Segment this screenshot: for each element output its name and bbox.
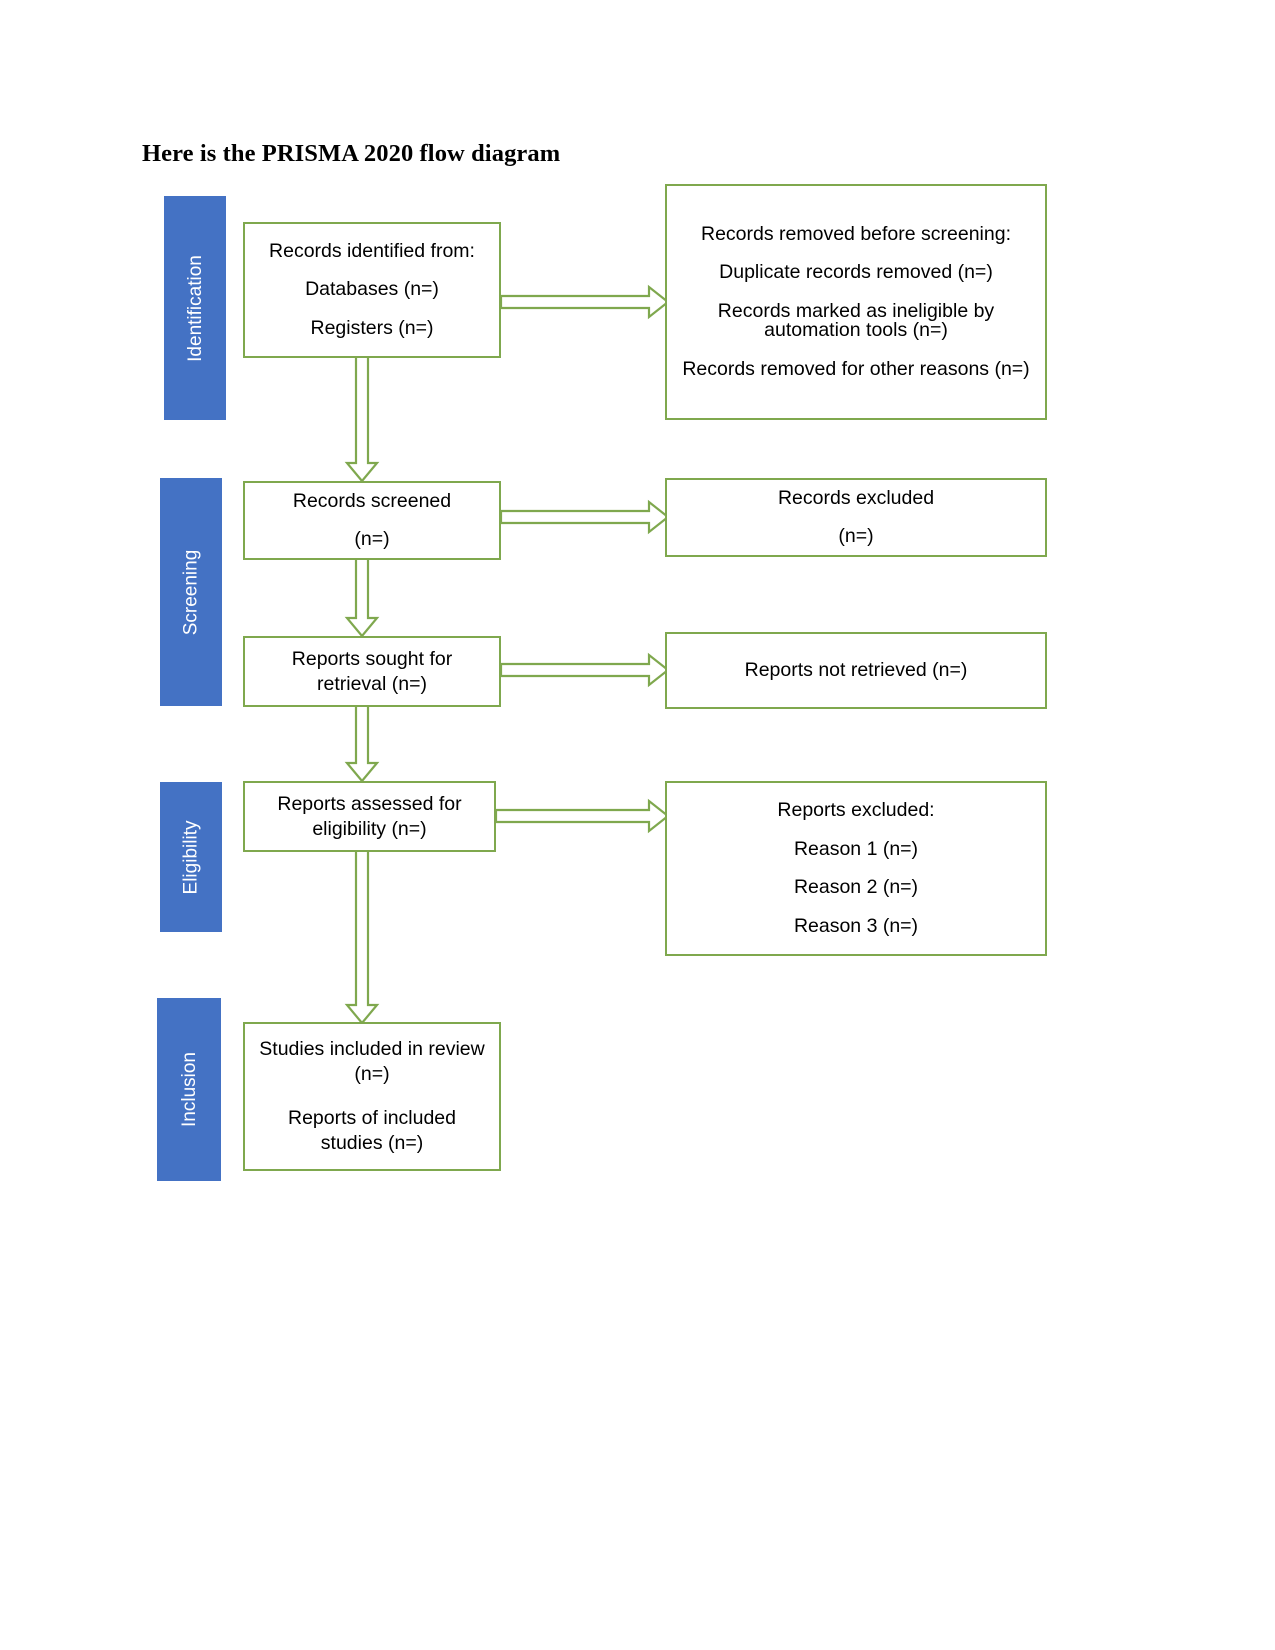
arrow-sought-to-assessed bbox=[344, 707, 380, 783]
box-reports-excluded-line-4: Reason 3 (n=) bbox=[793, 914, 919, 937]
box-studies-included-in-review[interactable]: Studies included in review (n=) Reports … bbox=[243, 1022, 501, 1171]
box-records-removed-line-1: Records removed before screening: bbox=[701, 222, 1011, 245]
box-reports-excluded-line-1: Reports excluded: bbox=[777, 799, 935, 821]
box-records-identified-line-1: Records identified from: bbox=[269, 239, 475, 262]
stage-label-eligibility-text: Eligibility bbox=[180, 820, 202, 894]
box-records-excluded[interactable]: Records excluded (n=) bbox=[665, 478, 1047, 557]
box-records-identified-line-2: Databases (n=) bbox=[305, 278, 439, 301]
box-reports-excluded-line-3: Reason 2 (n=) bbox=[793, 876, 919, 898]
box-studies-included-line-2: Reports of included studies (n=) bbox=[287, 1107, 457, 1154]
box-reports-not-retrieved[interactable]: Reports not retrieved (n=) bbox=[665, 632, 1047, 709]
stage-label-identification: Identification bbox=[164, 196, 226, 420]
box-records-identified-line-3: Registers (n=) bbox=[310, 316, 434, 339]
box-reports-excluded[interactable]: Reports excluded: Reason 1 (n=) Reason 2… bbox=[665, 781, 1047, 956]
box-records-removed-line-3: Records marked as ineligible by automati… bbox=[717, 299, 995, 342]
stage-label-eligibility: Eligibility bbox=[160, 782, 222, 932]
arrow-screened-to-sought bbox=[344, 560, 380, 638]
box-reports-assessed-for-eligibility[interactable]: Reports assessed for eligibility (n=) bbox=[243, 781, 496, 852]
arrow-screened-to-excluded bbox=[499, 499, 670, 535]
stage-label-screening: Screening bbox=[160, 478, 222, 706]
box-records-removed-before-screening[interactable]: Records removed before screening: Duplic… bbox=[665, 184, 1047, 420]
box-reports-not-retrieved-text: Reports not retrieved (n=) bbox=[744, 658, 968, 681]
stage-label-identification-text: Identification bbox=[184, 254, 206, 362]
box-records-removed-line-2: Duplicate records removed (n=) bbox=[719, 261, 993, 284]
stage-label-inclusion: Inclusion bbox=[157, 998, 221, 1181]
box-reports-assessed-text: Reports assessed for eligibility (n=) bbox=[277, 792, 462, 840]
arrow-identified-to-screened bbox=[344, 358, 380, 483]
box-studies-included-line-1: Studies included in review (n=) bbox=[259, 1038, 485, 1086]
stage-label-inclusion-text: Inclusion bbox=[178, 1052, 200, 1127]
stage-label-screening-text: Screening bbox=[180, 549, 202, 635]
box-records-screened[interactable]: Records screened (n=) bbox=[243, 481, 501, 560]
box-records-removed-line-4: Records removed for other reasons (n=) bbox=[682, 357, 1030, 380]
arrow-identified-to-removed bbox=[499, 284, 670, 320]
box-records-screened-line-2: (n=) bbox=[354, 528, 390, 550]
box-reports-sought-text: Reports sought for retrieval (n=) bbox=[291, 647, 453, 695]
page-title: Here is the PRISMA 2020 flow diagram bbox=[142, 140, 561, 167]
box-reports-excluded-line-2: Reason 1 (n=) bbox=[793, 837, 919, 860]
box-records-excluded-line-1: Records excluded bbox=[777, 486, 935, 509]
box-records-excluded-line-2: (n=) bbox=[838, 525, 874, 547]
box-records-identified[interactable]: Records identified from: Databases (n=) … bbox=[243, 222, 501, 358]
arrow-sought-to-not-retrieved bbox=[499, 652, 670, 688]
arrow-assessed-to-excluded bbox=[494, 798, 670, 834]
arrow-assessed-to-included bbox=[344, 852, 380, 1025]
box-reports-sought-for-retrieval[interactable]: Reports sought for retrieval (n=) bbox=[243, 636, 501, 707]
box-records-screened-line-1: Records screened bbox=[292, 489, 452, 512]
